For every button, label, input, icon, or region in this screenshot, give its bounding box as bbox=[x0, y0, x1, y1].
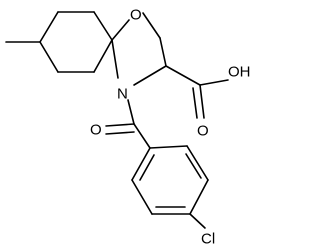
oxazolidine-ring bbox=[111, 12, 167, 86]
bond bbox=[127, 99, 135, 125]
bond bbox=[192, 87, 198, 119]
bond bbox=[131, 179, 153, 215]
bond bbox=[186, 145, 209, 181]
bond bbox=[111, 39, 119, 79]
bond bbox=[131, 147, 151, 181]
bond bbox=[133, 123, 151, 149]
chloro-bond bbox=[189, 213, 206, 229]
chlorine-label: Cl bbox=[201, 231, 215, 248]
chemical-structure: O N OH O O Cl bbox=[5, 7, 251, 248]
bond bbox=[189, 179, 209, 215]
bond bbox=[133, 65, 167, 86]
bond bbox=[185, 153, 202, 179]
cyclohexane-ring bbox=[39, 11, 113, 73]
bond bbox=[139, 154, 155, 181]
bond bbox=[165, 65, 201, 86]
chlorophenyl-ring bbox=[131, 145, 209, 215]
bond bbox=[93, 39, 113, 73]
carboxylic-acid bbox=[165, 65, 229, 119]
bond bbox=[39, 41, 59, 73]
ring-nitrogen-label: N bbox=[117, 86, 128, 103]
hydroxyl-label: OH bbox=[228, 64, 251, 81]
acid-oxygen-label: O bbox=[197, 123, 209, 140]
bond bbox=[105, 123, 135, 127]
bond bbox=[142, 12, 161, 39]
bond bbox=[105, 131, 135, 135]
bond bbox=[93, 11, 113, 41]
amide-carbonyl bbox=[105, 99, 151, 149]
bond bbox=[199, 84, 205, 119]
bond bbox=[111, 19, 130, 41]
ring-oxygen-label: O bbox=[130, 7, 142, 24]
bond bbox=[199, 79, 229, 86]
bond bbox=[159, 37, 167, 67]
bond bbox=[39, 11, 59, 43]
amide-oxygen-label: O bbox=[90, 122, 102, 139]
bond bbox=[149, 145, 188, 149]
